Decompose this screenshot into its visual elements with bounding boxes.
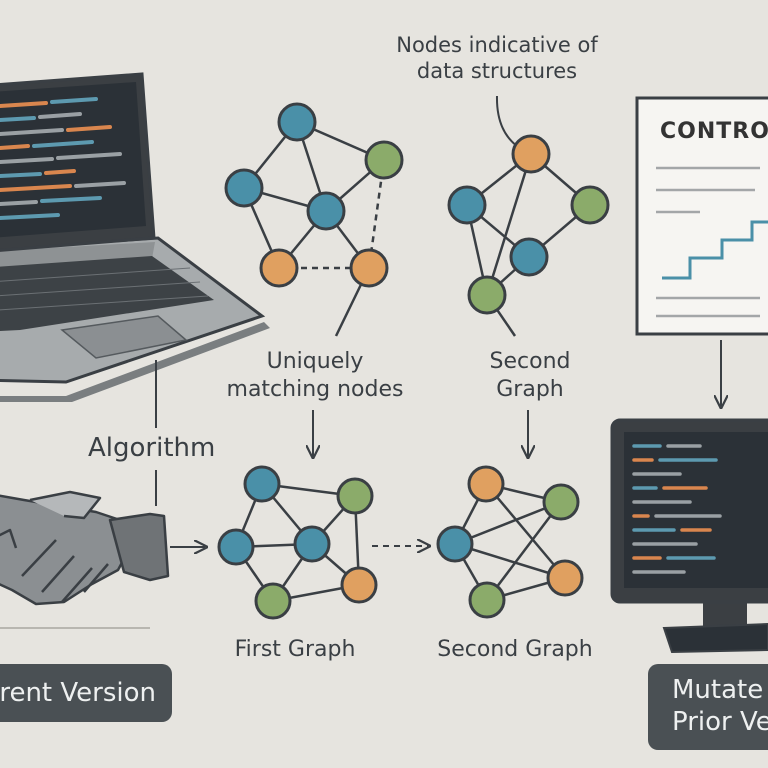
current-version-text: rent Version bbox=[0, 678, 156, 708]
graph-node bbox=[467, 465, 505, 503]
graph-node bbox=[468, 581, 506, 619]
mutated-line1: Mutate bbox=[672, 675, 764, 705]
laptop-icon bbox=[0, 72, 270, 402]
monitor-icon bbox=[610, 418, 768, 654]
uniquely-matching-graph bbox=[224, 102, 404, 337]
graph-node bbox=[546, 559, 584, 597]
graph-node bbox=[217, 528, 255, 566]
control-doc-title: CONTROL bbox=[660, 119, 768, 144]
second-graph-top-label: Second Graph bbox=[470, 348, 590, 403]
control-document-icon bbox=[635, 96, 768, 336]
first-graph-label: First Graph bbox=[234, 637, 356, 662]
mutated-line2: Prior Ve bbox=[672, 707, 768, 737]
mutated-prior-version-badge: Mutate Prior Ve bbox=[648, 664, 768, 750]
uniquely-matching-line1: Uniquely bbox=[266, 349, 364, 374]
second-graph-bottom bbox=[436, 465, 584, 619]
graph-node bbox=[340, 566, 378, 604]
uniquely-matching-line2: matching nodes bbox=[226, 376, 404, 402]
graph-node bbox=[542, 483, 580, 521]
handshake-icon bbox=[0, 490, 170, 629]
graph-node bbox=[447, 185, 487, 225]
graph-node bbox=[254, 582, 292, 620]
graph-node bbox=[224, 168, 264, 208]
graph-node bbox=[277, 102, 317, 142]
graph-node bbox=[467, 275, 507, 315]
nodes-indicative-label: Nodes indicative of data structures bbox=[372, 32, 622, 85]
graph-node bbox=[349, 248, 389, 288]
second-graph-top bbox=[447, 95, 610, 337]
graph-node bbox=[259, 248, 299, 288]
second-graph-top-line1: Second bbox=[489, 349, 571, 374]
graph-node bbox=[336, 477, 374, 515]
uniquely-matching-label: Uniquely matching nodes bbox=[200, 348, 430, 403]
graph-node bbox=[293, 525, 331, 563]
graph-node bbox=[509, 237, 549, 277]
graph-node bbox=[364, 140, 404, 180]
algorithm-label: Algorithm bbox=[88, 433, 216, 463]
graph-node bbox=[243, 465, 281, 503]
current-version-badge: rent Version bbox=[0, 664, 172, 722]
second-graph-top-line2: Graph bbox=[496, 376, 564, 402]
graph-node bbox=[306, 191, 346, 231]
nodes-indicative-line1: Nodes indicative of bbox=[396, 33, 598, 57]
graph-node bbox=[511, 134, 551, 174]
graph-node bbox=[436, 525, 474, 563]
nodes-indicative-line2: data structures bbox=[416, 59, 578, 84]
first-graph bbox=[217, 465, 378, 620]
graph-node bbox=[570, 185, 610, 225]
second-graph-label: Second Graph bbox=[437, 637, 593, 662]
